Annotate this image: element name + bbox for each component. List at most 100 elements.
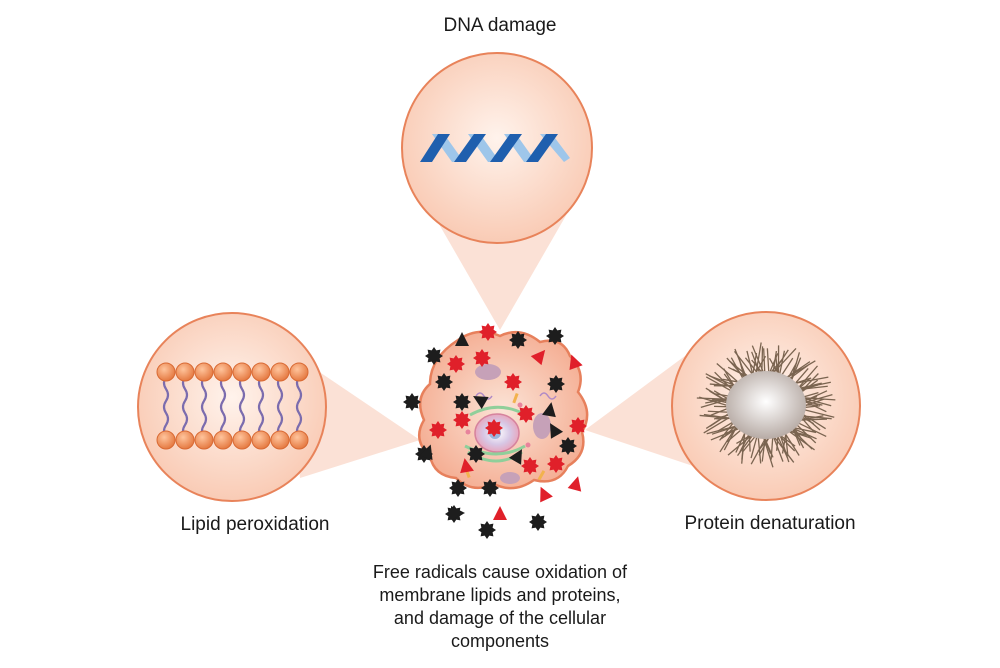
- cell-membrane: [417, 330, 589, 490]
- red-star-radical-icon: [453, 411, 471, 429]
- red-star-radical-icon: [504, 373, 522, 391]
- protein-spike: [795, 376, 829, 384]
- protein-spike: [772, 434, 784, 462]
- lipid-head: [270, 362, 290, 382]
- lipid-tail: [276, 376, 284, 438]
- lipid-tail: [219, 376, 227, 438]
- caption-line: Free radicals cause oxidation of: [372, 562, 628, 582]
- lipid-head: [232, 430, 252, 450]
- protein-spike: [766, 348, 770, 375]
- black-star-radical-icon: [546, 327, 564, 345]
- lipid-tail: [181, 376, 189, 438]
- lipid-peroxidation-label: Lipid peroxidation: [180, 514, 330, 535]
- protein-spike: [772, 350, 778, 374]
- protein-core: [726, 371, 806, 439]
- red-star-radical-icon: [547, 455, 565, 473]
- protein-spike: [737, 433, 755, 456]
- lipid-head: [251, 430, 271, 450]
- caption: Free radicals cause oxidation of membran…: [340, 561, 660, 653]
- lipid-tail: [257, 376, 265, 438]
- lipid-head: [289, 430, 309, 450]
- black-star-radical-icon: [453, 393, 471, 411]
- protein-spike: [752, 352, 758, 375]
- lipid-tail: [238, 376, 246, 438]
- dna-damage-label: DNA damage: [443, 15, 557, 36]
- protein-spike: [739, 433, 750, 453]
- lipid-tail: [200, 376, 208, 438]
- protein-spike: [757, 436, 770, 452]
- dna-helix-icon: [420, 134, 570, 162]
- protein-spike: [790, 357, 802, 382]
- black-star-radical-icon: [529, 513, 547, 531]
- protein-spike: [781, 434, 787, 454]
- black-star-radical-icon: [467, 445, 485, 463]
- lipid-head: [175, 362, 195, 382]
- protein-spike: [800, 396, 832, 407]
- caption-line: membrane lipids and proteins,: [379, 585, 621, 605]
- triangle-radical-icon: [534, 483, 553, 503]
- black-star-radical-icon: [559, 437, 577, 455]
- lipid-head: [251, 362, 271, 382]
- lipid-head: [213, 430, 233, 450]
- red-star-radical-icon: [569, 417, 587, 435]
- red-star-radical-icon: [479, 323, 497, 341]
- protein-spike: [800, 418, 818, 421]
- protein-spike: [700, 398, 729, 408]
- lipid-head: [175, 430, 195, 450]
- black-star-radical-icon: [481, 479, 499, 497]
- protein-spike: [716, 363, 739, 383]
- protein-spike: [755, 342, 762, 373]
- red-star-radical-icon: [447, 355, 465, 373]
- protein-spike: [785, 434, 789, 457]
- protein-spike: [729, 360, 751, 379]
- protein-spike: [735, 433, 746, 453]
- red-star-radical-icon: [517, 405, 535, 423]
- protein-spike: [799, 415, 832, 420]
- lipid-tail: [162, 376, 170, 438]
- protein-spike: [722, 378, 739, 383]
- lipid-head: [213, 362, 233, 382]
- protein-spike: [801, 396, 836, 401]
- lipid-head: [194, 362, 214, 382]
- triangle-radical-icon: [567, 474, 585, 492]
- black-star-radical-icon: [547, 375, 565, 393]
- black-star-radical-icon: [425, 347, 443, 365]
- black-star-radical-icon: [403, 393, 421, 411]
- protein-spike: [750, 438, 766, 465]
- protein-magnifier: [671, 311, 861, 501]
- black-star-radical-icon: [449, 479, 467, 497]
- protein-spike: [787, 430, 815, 451]
- protein-spike: [770, 434, 774, 460]
- protein-spike: [703, 413, 732, 420]
- red-star-radical-icon: [473, 349, 491, 367]
- black-star-radical-icon: [509, 331, 527, 349]
- lipid-head: [270, 430, 290, 450]
- protein-spike: [803, 396, 818, 402]
- lipid-head: [156, 362, 176, 382]
- black-star-radical-icon: [478, 521, 496, 539]
- protein-spike: [794, 367, 809, 384]
- lipid-bilayer-icon: [156, 362, 309, 450]
- dna-callout-cone: [432, 212, 568, 330]
- red-star-radical-icon: [521, 457, 539, 475]
- cell-icon: [417, 330, 589, 490]
- red-star-radical-icon: [429, 421, 447, 439]
- protein-spike: [705, 373, 737, 391]
- lipid-magnifier: [137, 312, 327, 502]
- lipid-head: [156, 430, 176, 450]
- protein-spike: [719, 420, 736, 441]
- dna-magnifier: [401, 52, 593, 244]
- lipid-tail: [295, 376, 303, 438]
- triangle-radical-icon: [493, 506, 507, 520]
- protein-spike: [741, 433, 746, 460]
- caption-line: and damage of the cellular: [393, 608, 607, 628]
- protein-spike: [803, 400, 823, 406]
- lipid-head: [194, 430, 214, 450]
- caption-line: components: [450, 631, 550, 651]
- red-star-radical-icon: [485, 419, 503, 437]
- protein-denaturation-label: Protein denaturation: [684, 513, 856, 534]
- black-star-radical-icon: [435, 373, 453, 391]
- lipid-head: [289, 362, 309, 382]
- lipid-head: [232, 362, 252, 382]
